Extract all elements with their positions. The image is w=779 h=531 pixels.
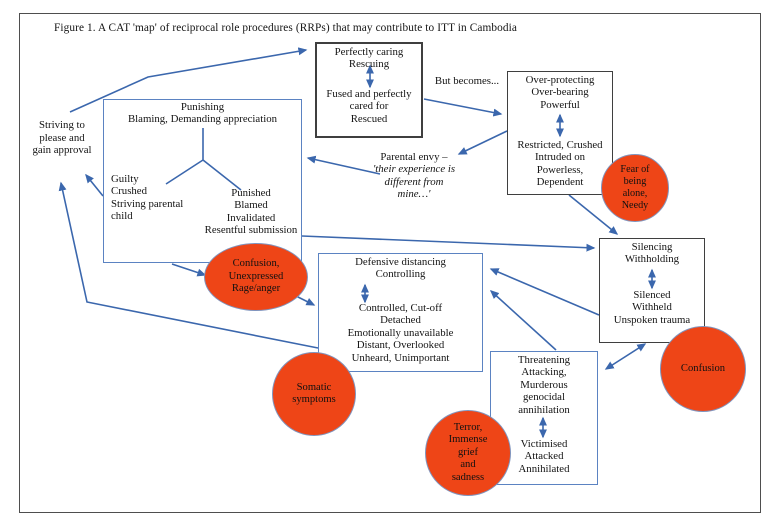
label-parental-envy: Parental envy – 'their experience is dif… — [360, 151, 468, 200]
label-parental-envy-head: Parental envy – — [380, 151, 448, 163]
node-punishing: Punishing Blaming, Demanding appreciatio… — [103, 99, 302, 263]
figure-border — [19, 13, 761, 513]
arrow-striving-to-perfectly-caring — [69, 47, 308, 113]
node-punishing-left-list: Guilty Crushed Striving parental child — [111, 173, 184, 223]
node-defensive-top: Defensive distancing Controlling — [355, 256, 446, 281]
arrow-over-protecting-to-silencing — [568, 194, 619, 235]
circle-terror-grief-sadness: Terror, Immense grief and sadness — [425, 410, 511, 496]
arrow-rage-circle-to-defensive — [295, 295, 316, 306]
punishing-fork-lines — [165, 128, 242, 191]
arrow-punishing-to-striving — [85, 173, 104, 197]
label-but-becomes: But becomes... — [434, 75, 500, 87]
node-silencing: Silencing Withholding Silenced Withheld … — [599, 238, 705, 343]
arrow-parental-envy-to-punishing — [306, 155, 381, 175]
circle-confusion: Confusion — [660, 326, 746, 412]
node-threatening-top: Threatening Attacking, Murderous genocid… — [517, 354, 571, 416]
node-silencing-top: Silencing Withholding — [624, 241, 680, 266]
node-silencing-bottom: Silenced Withheld Unspoken trauma — [613, 289, 691, 326]
label-parental-envy-quote: 'their experience is different from mine… — [372, 163, 456, 200]
node-defensive-bottom: Controlled, Cut-off Detached Emotionally… — [347, 302, 454, 364]
arrow-punishing-to-rage-circle — [171, 263, 207, 277]
arrow-punishing-to-silencing — [301, 235, 596, 252]
node-over-protecting-top: Over-protecting Over-bearing Powerful — [525, 74, 595, 111]
arrow-silencing-to-defensive — [489, 268, 600, 316]
node-over-protecting: Over-protecting Over-bearing Powerful Re… — [507, 71, 613, 195]
node-perfectly-caring: Perfectly caring Rescuing Fused and perf… — [315, 42, 423, 138]
figure-title: Figure 1. A CAT 'map' of reciprocal role… — [54, 22, 517, 34]
node-defensive-distancing: Defensive distancing Controlling Control… — [318, 253, 483, 372]
node-over-protecting-bottom: Restricted, Crushed Intruded on Powerles… — [517, 139, 603, 189]
circle-confusion-unexpressed-rage: Confusion, Unexpressed Rage/anger — [204, 243, 308, 311]
arrow-silencing-threatening-double — [604, 343, 647, 370]
node-punishing-title: Punishing Blaming, Demanding appreciatio… — [127, 101, 278, 126]
arrow-defensive-to-striving — [58, 181, 319, 349]
node-punishing-right-list: Punished Blamed Invalidated Resentful su… — [204, 187, 298, 237]
circle-fear-of-being-alone: Fear of being alone, Needy — [601, 154, 669, 222]
label-striving-to-please: Striving to please and gain approval — [32, 119, 92, 157]
arrow-perfectly-caring-to-over-protecting — [423, 98, 503, 117]
node-perfectly-caring-top: Perfectly caring Rescuing — [334, 46, 404, 71]
circle-somatic-symptoms: Somatic symptoms — [272, 352, 356, 436]
arrow-over-protecting-to-parental-envy — [457, 130, 508, 155]
node-threatening-bottom: Victimised Attacked Annihilated — [518, 438, 570, 475]
node-perfectly-caring-bottom: Fused and perfectly cared for Rescued — [326, 88, 412, 125]
arrow-threatening-to-defensive — [489, 290, 557, 351]
